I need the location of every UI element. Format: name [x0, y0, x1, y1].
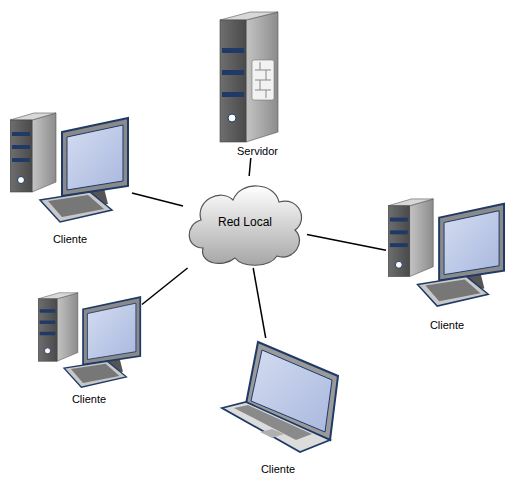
computer-node: Cliente — [8, 108, 132, 246]
server-icon — [220, 12, 278, 142]
node-label: Servidor — [215, 144, 300, 158]
node-label: Cliente — [386, 318, 508, 332]
network-link — [307, 234, 386, 250]
laptop-icon — [222, 342, 338, 452]
computer-node: Servidor — [215, 10, 300, 158]
computer-node: Cliente — [218, 338, 338, 476]
node-label: Cliente — [218, 462, 338, 476]
network-link — [249, 158, 251, 176]
network-link — [253, 268, 265, 338]
network-cloud: Red Local — [183, 176, 307, 268]
computer-node: Cliente — [386, 193, 508, 332]
network-label: Red Local — [183, 215, 307, 229]
network-link — [142, 268, 188, 305]
network-link — [132, 193, 183, 206]
node-label: Cliente — [8, 232, 132, 246]
computer-node: Cliente — [36, 288, 142, 406]
desktop-icon — [388, 199, 504, 306]
desktop-icon — [38, 293, 140, 387]
desktop-icon — [10, 113, 128, 222]
node-label: Cliente — [36, 392, 142, 406]
